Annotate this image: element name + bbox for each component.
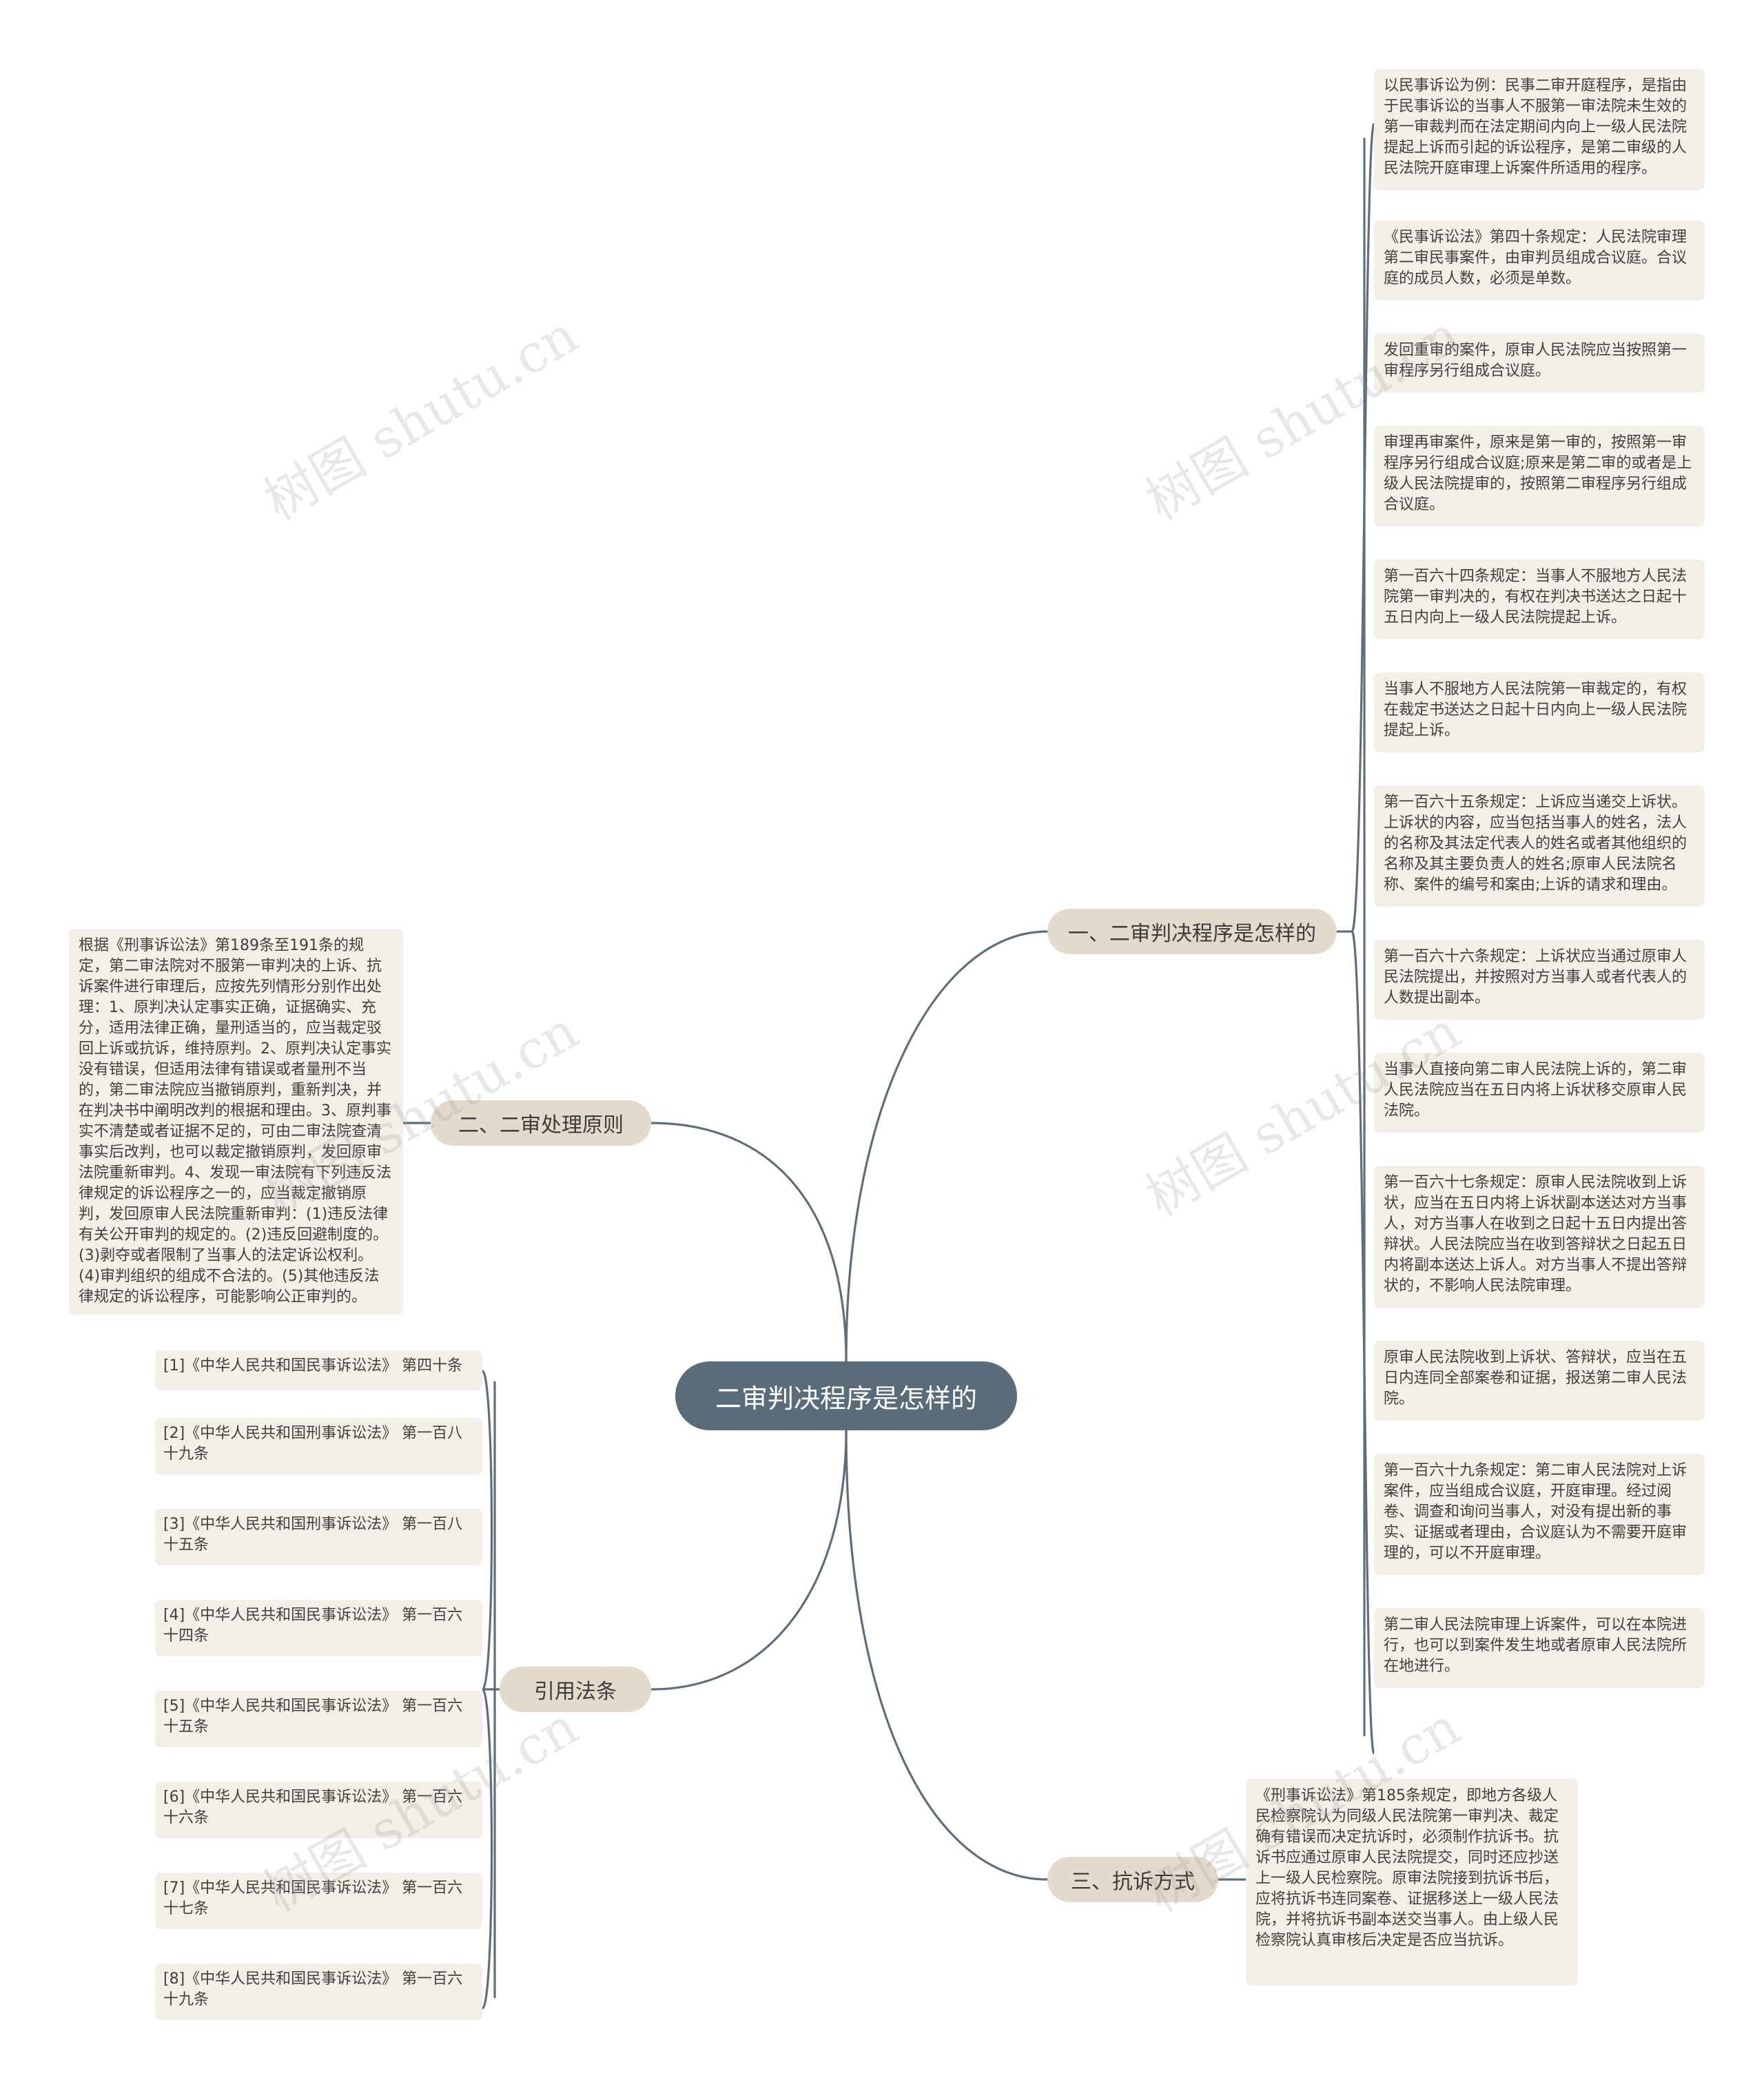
procedure-leaf-12: 第一百六十九条规定：第二审人民法院对上诉案件，应当组成合议庭，开庭审理。经过阅卷… xyxy=(1374,1454,1705,1575)
procedure-leaf-11: 原审人民法院收到上诉状、答辩状，应当在五日内连同全部案卷和证据，报送第二审人民法… xyxy=(1374,1341,1705,1421)
reference-item-7: [7]《中华人民共和国民事诉讼法》 第一百六十七条 xyxy=(155,1873,482,1929)
branch-protest[interactable]: 三、抗诉方式 xyxy=(1047,1857,1218,1902)
principles-leaf: 根据《刑事诉讼法》第189条至191条的规定，第二审法院对不服第一审判决的上诉、… xyxy=(69,929,403,1315)
branch-principles[interactable]: 二、二审处理原则 xyxy=(431,1100,651,1146)
edge-central-b1 xyxy=(845,930,1048,1362)
edge-b3-trunk xyxy=(481,1370,500,2010)
branch-procedure[interactable]: 一、二审判决程序是怎样的 xyxy=(1047,909,1337,954)
edge-central-b4 xyxy=(845,1430,1048,1881)
edge-b1-leaves xyxy=(1337,123,1375,1755)
reference-item-6: [6]《中华人民共和国民事诉讼法》 第一百六十六条 xyxy=(155,1782,482,1838)
central-topic[interactable]: 二审判决程序是怎样的 xyxy=(675,1361,1017,1430)
protest-leaf: 《刑事诉讼法》第185条规定，即地方各级人民检察院认为同级人民法院第一审判决、裁… xyxy=(1246,1779,1578,1986)
edge-central-b3 xyxy=(650,1430,848,1691)
procedure-leaf-2: 《民事诉讼法》第四十条规定：人民法院审理第二审民事案件，由审判员组成合议庭。合议… xyxy=(1374,220,1705,300)
procedure-leaf-6: 当事人不服地方人民法院第一审裁定的，有权在裁定书送达之日起十日内向上一级人民法院… xyxy=(1374,672,1705,752)
reference-item-3: [3]《中华人民共和国刑事诉讼法》 第一百八十五条 xyxy=(155,1509,482,1565)
procedure-leaf-9: 当事人直接向第二审人民法院上诉的，第二审人民法院应当在五日内将上诉状移交原审人民… xyxy=(1374,1053,1705,1133)
procedure-leaf-10: 第一百六十七条规定：原审人民法院收到上诉状，应当在五日内将上诉状副本送达对方当事… xyxy=(1374,1166,1705,1308)
procedure-leaf-7: 第一百六十五条规定：上诉应当递交上诉状。上诉状的内容，应当包括当事人的姓名，法人… xyxy=(1374,785,1705,907)
edge-central-b2 xyxy=(650,1122,848,1362)
procedure-leaf-4: 审理再审案件，原来是第一审的，按照第一审程序另行组成合议庭;原来是第二审的或者是… xyxy=(1374,426,1705,526)
procedure-leaf-13: 第二审人民法院审理上诉案件，可以在本院进行，也可以到案件发生地或者原审人民法院所… xyxy=(1374,1608,1705,1688)
procedure-leaf-3: 发回重审的案件，原审人民法院应当按照第一审程序另行组成合议庭。 xyxy=(1374,333,1705,393)
reference-item-2: [2]《中华人民共和国刑事诉讼法》 第一百八十九条 xyxy=(155,1418,482,1474)
procedure-leaf-8: 第一百六十六条规定：上诉状应当通过原审人民法院提出，并按照对方当事人或者代表人的… xyxy=(1374,940,1705,1020)
reference-item-1: [1]《中华人民共和国民事诉讼法》 第四十条 xyxy=(155,1350,482,1390)
reference-item-4: [4]《中华人民共和国民事诉讼法》 第一百六十四条 xyxy=(155,1600,482,1656)
procedure-leaf-1: 以民事诉讼为例：民事二审开庭程序，是指由于民事诉讼的当事人不服第一审法院未生效的… xyxy=(1374,69,1705,190)
reference-item-8: [8]《中华人民共和国民事诉讼法》 第一百六十九条 xyxy=(155,1964,482,2020)
procedure-leaf-5: 第一百六十四条规定：当事人不服地方人民法院第一审判决的，有权在判决书送达之日起十… xyxy=(1374,559,1705,639)
branch-references[interactable]: 引用法条 xyxy=(500,1667,651,1712)
reference-item-5: [5]《中华人民共和国民事诉讼法》 第一百六十五条 xyxy=(155,1691,482,1747)
